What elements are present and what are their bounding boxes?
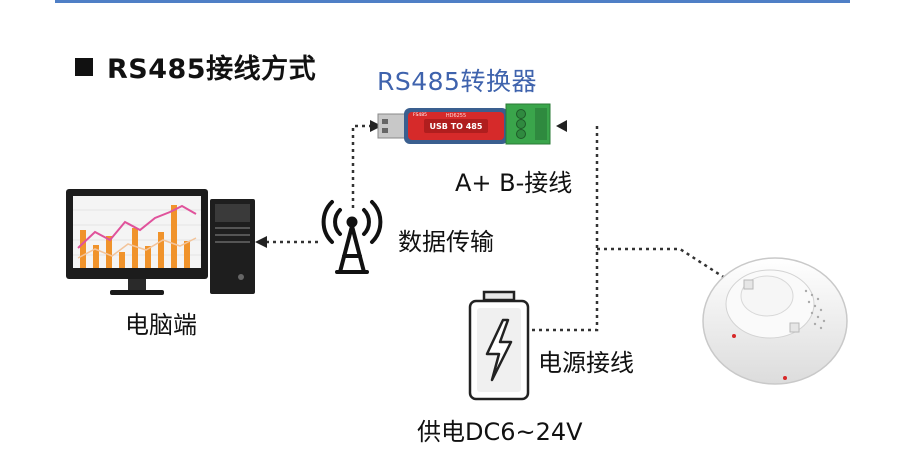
converter-title: RS485转换器 (377, 67, 537, 96)
usb-band-label: USB TO 485 (430, 122, 483, 131)
section-title: RS485接线方式 (75, 47, 316, 86)
arrow-icon (370, 120, 382, 132)
antenna-icon (321, 200, 383, 274)
battery-icon (468, 290, 530, 401)
section-title-text: RS485接线方式 (107, 54, 317, 85)
usb-converter-icon: USB TO 485 HD6255 FS485 (377, 103, 551, 145)
usb-model-label: HD6255 (446, 113, 466, 119)
power-wiring-label: 电源接线 (538, 349, 634, 377)
line-antenna-to-converter (351, 124, 372, 208)
line-bus-to-battery (520, 126, 599, 332)
data-transfer-label: 数据传输 (398, 228, 494, 256)
top-rule (55, 0, 850, 3)
power-supply-label: 供电DC6~24V (417, 418, 583, 446)
arrow-icon (255, 236, 267, 248)
computer-icon (66, 189, 255, 295)
arrow-icon (556, 120, 567, 132)
title-square-icon (75, 57, 93, 76)
computer-label: 电脑端 (125, 311, 197, 339)
line-bus-to-detector (597, 247, 726, 280)
smoke-detector-icon (702, 257, 848, 385)
usb-brand-label: FS485 (413, 112, 427, 118)
connection-lines (262, 124, 726, 332)
wiring-label: A+ B-接线 (455, 169, 573, 197)
